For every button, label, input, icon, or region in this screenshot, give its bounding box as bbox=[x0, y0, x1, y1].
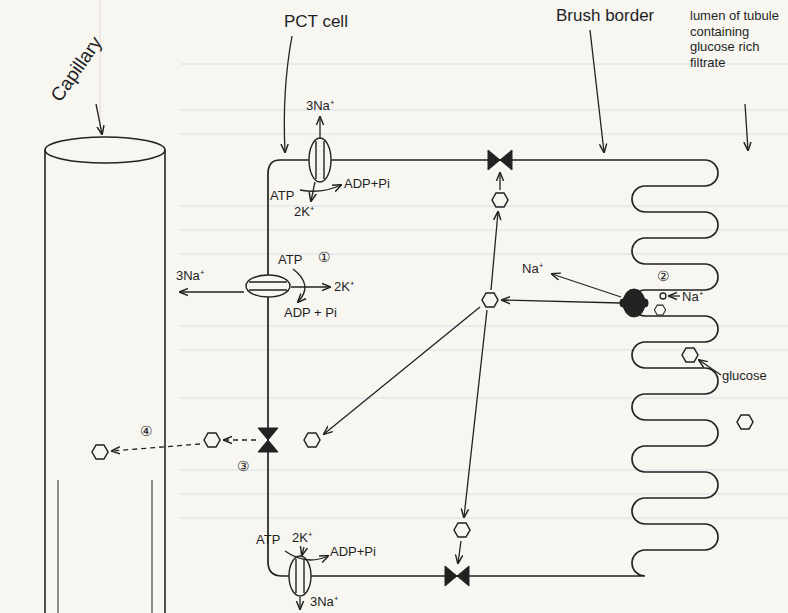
carrier-symbol bbox=[445, 566, 469, 586]
glucose-arrow bbox=[499, 173, 500, 190]
ion-arrow bbox=[291, 286, 330, 287]
glucose-arrow bbox=[458, 541, 461, 563]
structure-label: lumen of tubule containing glucose rich … bbox=[690, 8, 784, 70]
diffusion-arrow bbox=[224, 439, 256, 440]
glucose-hexagon bbox=[454, 523, 470, 537]
ion-label: 3Na⁺ bbox=[176, 268, 204, 284]
ruled-line bbox=[180, 326, 788, 327]
ion-arrow bbox=[299, 597, 300, 609]
ion-label: Na⁺ bbox=[682, 289, 703, 305]
capillary-wall bbox=[152, 480, 153, 613]
glucose-hexagon bbox=[654, 305, 665, 315]
molecule-label: ADP+Pi bbox=[344, 176, 390, 192]
reaction-arrow bbox=[300, 185, 341, 191]
ion-label: 3Na⁺ bbox=[310, 594, 338, 610]
pump-channel bbox=[295, 559, 296, 593]
ion-label: 2K⁺ bbox=[294, 204, 314, 220]
ruled-line bbox=[180, 398, 788, 399]
reaction-arrow bbox=[285, 551, 328, 560]
capillary-wall bbox=[44, 150, 46, 613]
leader-arrow bbox=[284, 36, 292, 152]
cotransporter-symbol bbox=[620, 299, 648, 307]
ion-arrow bbox=[180, 291, 244, 292]
pump-symbol bbox=[309, 138, 331, 182]
glucose-hexagon bbox=[737, 415, 753, 429]
pump-channel bbox=[323, 141, 324, 179]
reaction-arrow bbox=[293, 269, 305, 302]
paper-lines bbox=[100, 0, 788, 518]
carrier-symbol bbox=[258, 428, 278, 452]
capillary-opening bbox=[45, 137, 165, 163]
molecule-label: glucose bbox=[722, 368, 767, 384]
capillary bbox=[45, 137, 165, 613]
structure-label: PCT cell bbox=[284, 12, 348, 32]
leader-arrow bbox=[96, 104, 102, 134]
callout-number: ② bbox=[657, 268, 670, 285]
capillary-wall bbox=[164, 150, 166, 613]
glucose-hexagon bbox=[682, 348, 698, 362]
glucose-hexagon bbox=[204, 433, 220, 447]
ion-arrow bbox=[302, 547, 304, 555]
callout-number: ① bbox=[318, 249, 331, 266]
arrows bbox=[96, 30, 748, 609]
pump-channel bbox=[249, 281, 287, 282]
pump-symbol bbox=[246, 275, 290, 297]
molecule-label: ATP bbox=[256, 532, 280, 548]
ion-label: 3Na⁺ bbox=[306, 98, 334, 114]
ruled-line bbox=[180, 350, 788, 351]
callout-number: ③ bbox=[237, 458, 250, 475]
ruled-line bbox=[180, 110, 788, 111]
glucose-hexagon bbox=[304, 433, 320, 447]
ion-arrow bbox=[669, 295, 680, 296]
sodium-ion bbox=[660, 293, 666, 299]
pump-channel bbox=[303, 559, 304, 593]
ion-arrow bbox=[319, 117, 320, 138]
pump-channel bbox=[249, 289, 287, 290]
glucose-hexagon bbox=[482, 293, 498, 307]
ion-label: 2K⁺ bbox=[334, 279, 354, 295]
capillary-wall bbox=[58, 480, 59, 613]
glucose-hexagon bbox=[92, 445, 108, 459]
ruled-line bbox=[180, 254, 788, 255]
glucose-hexagon bbox=[492, 193, 508, 207]
carrier-symbol bbox=[488, 150, 512, 170]
molecule-label: ATP bbox=[278, 252, 302, 268]
glucose-molecules bbox=[92, 193, 753, 537]
ruled-line bbox=[180, 470, 788, 471]
pump-channel bbox=[315, 141, 316, 179]
callout-number: ④ bbox=[140, 423, 153, 440]
structure-label: Capillary bbox=[46, 33, 107, 107]
ruled-line bbox=[180, 230, 788, 231]
pct-cell-outline bbox=[268, 160, 718, 576]
diffusion-arrow bbox=[112, 444, 200, 451]
glucose-carriers bbox=[258, 150, 648, 586]
glucose-arrow bbox=[502, 300, 621, 303]
glucose-arrow bbox=[324, 307, 480, 434]
ion-label: 2K⁺ bbox=[292, 530, 312, 546]
pump-symbol bbox=[289, 556, 311, 596]
glucose-arrow bbox=[491, 212, 498, 290]
ruled-line bbox=[180, 134, 788, 135]
glucose-arrow bbox=[464, 310, 487, 517]
structure-label: Brush border bbox=[556, 6, 654, 26]
margin-line bbox=[100, 0, 101, 138]
ruled-line bbox=[180, 518, 788, 519]
ion-arrow bbox=[552, 274, 621, 297]
leader-arrow bbox=[745, 104, 748, 150]
leader-arrow bbox=[699, 360, 721, 375]
ruled-line bbox=[180, 494, 788, 495]
ruled-line bbox=[180, 206, 788, 207]
molecule-label: ATP bbox=[270, 188, 294, 204]
molecule-label: ADP + Pi bbox=[284, 305, 337, 321]
molecule-label: ADP+Pi bbox=[330, 544, 376, 560]
leader-arrow bbox=[590, 30, 604, 152]
sodium-potassium-pumps bbox=[246, 138, 331, 596]
ion-label: Na⁺ bbox=[522, 261, 543, 277]
